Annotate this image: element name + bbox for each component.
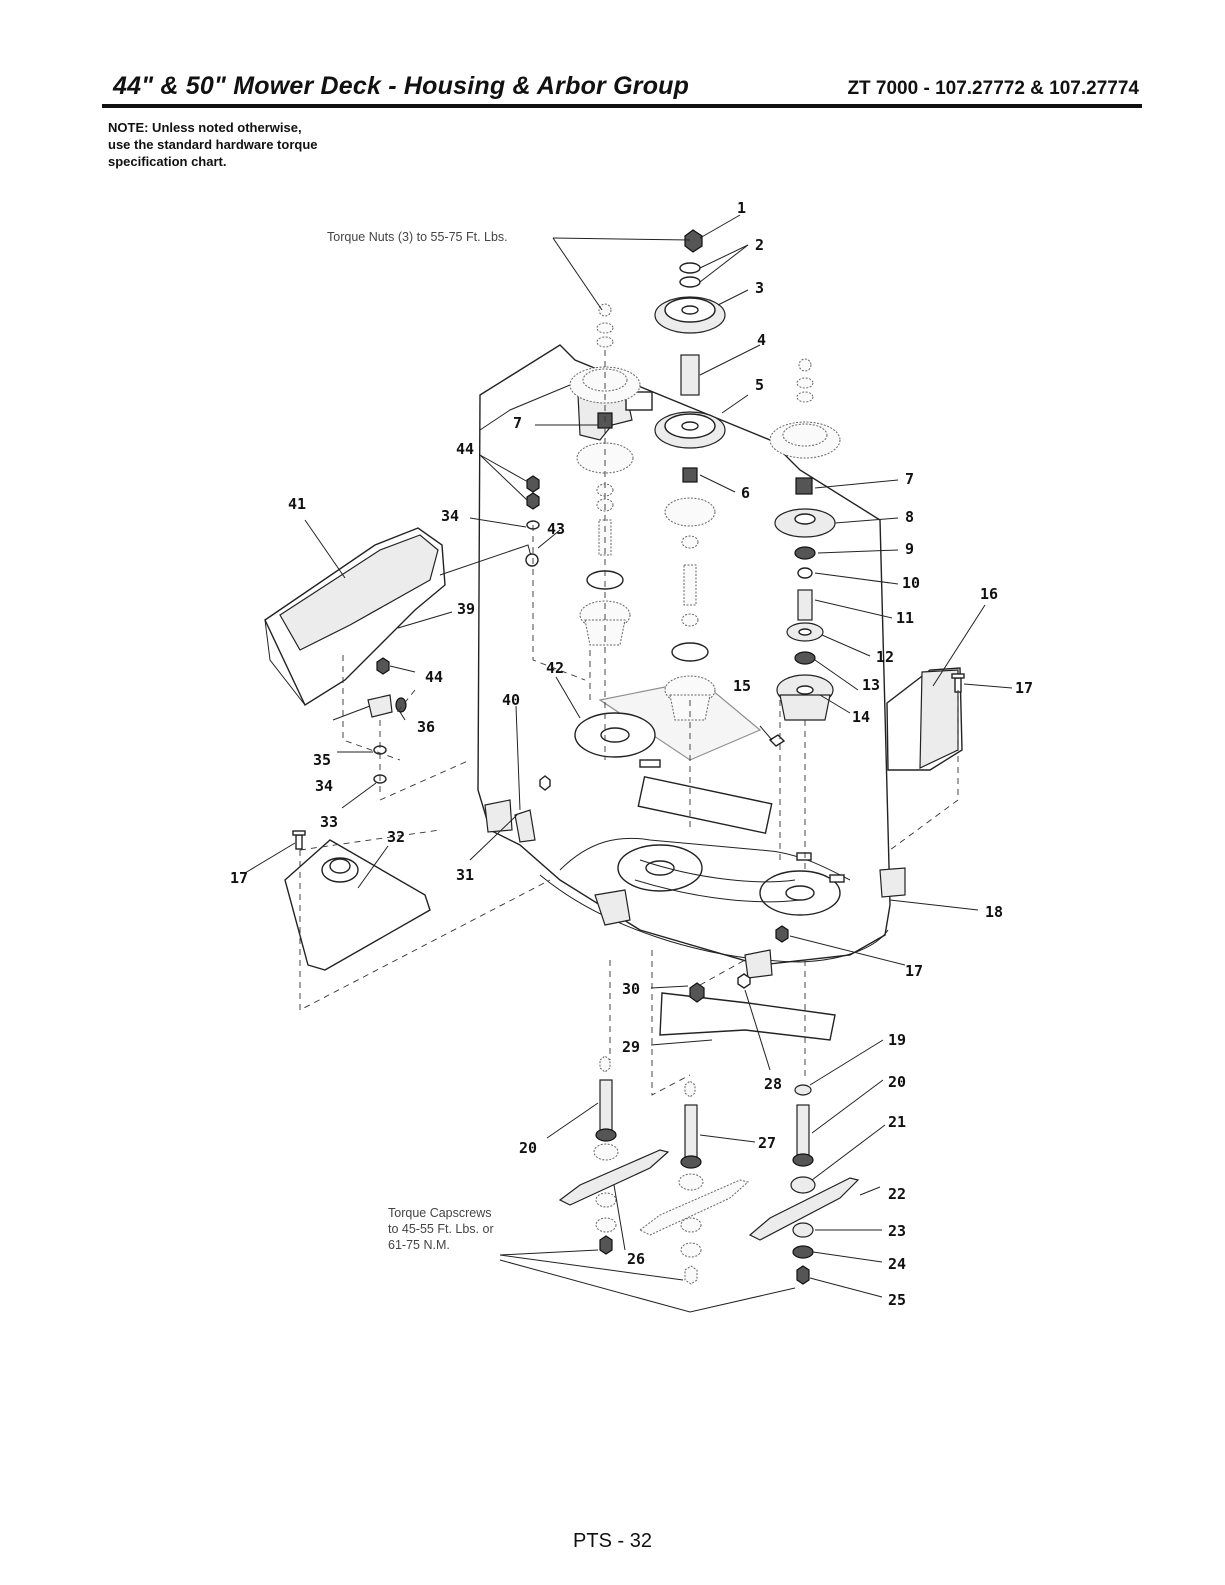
callout: 43 [547, 520, 565, 538]
callout: 33 [320, 813, 338, 831]
callout: 22 [888, 1185, 906, 1203]
callout: 17 [1015, 679, 1033, 697]
callout: 9 [905, 540, 914, 558]
callout: 42 [546, 659, 564, 677]
callout: 17 [230, 869, 248, 887]
callout: 17 [905, 962, 923, 980]
note-line: specification chart. [108, 154, 227, 169]
callout: 12 [876, 648, 894, 666]
discharge-deflector [264, 527, 446, 707]
misc-hardware [292, 673, 965, 1003]
torque-capscrews-note: 61-75 N.M. [388, 1238, 450, 1252]
callout: 27 [758, 1134, 776, 1152]
belt-shield-left [284, 839, 431, 971]
callout: 32 [387, 828, 405, 846]
callout: 20 [519, 1139, 537, 1157]
rod-end [525, 553, 539, 567]
torque-nuts-note: Torque Nuts (3) to 55-75 Ft. Lbs. [327, 230, 508, 244]
baffle [659, 992, 836, 1041]
callout: 8 [905, 508, 914, 526]
callout: 44 [425, 668, 443, 686]
deflector-hardware [367, 475, 551, 843]
callout: 30 [622, 980, 640, 998]
callout: 19 [888, 1031, 906, 1049]
callout: 36 [417, 718, 435, 736]
callouts: 1 2 3 4 5 6 7 7 8 9 10 11 12 13 14 15 16… [230, 199, 1033, 1309]
left-spindle-stack [569, 303, 641, 646]
callout: 24 [888, 1255, 906, 1273]
callout: 3 [755, 279, 764, 297]
callout: 2 [755, 236, 764, 254]
callout: 34 [441, 507, 459, 525]
callout: 11 [896, 609, 914, 627]
page-number: PTS - 32 [573, 1530, 652, 1552]
callout: 15 [733, 677, 751, 695]
torque-capscrews-note: to 45-55 Ft. Lbs. or [388, 1222, 494, 1236]
note-line: use the standard hardware torque [108, 137, 318, 152]
callout: 28 [764, 1075, 782, 1093]
callout: 14 [852, 708, 870, 726]
callout: 16 [980, 585, 998, 603]
callout: 10 [902, 574, 920, 592]
blade-assemblies [558, 1055, 860, 1285]
torque-note: NOTE: Unless noted otherwise, use the st… [108, 119, 318, 170]
callout: 26 [627, 1250, 645, 1268]
header-rule [102, 104, 1142, 108]
note-line: NOTE: Unless noted otherwise, [108, 120, 302, 135]
right-spindle-stack [768, 358, 841, 747]
belt-shield-right [886, 667, 963, 771]
callout: 21 [888, 1113, 906, 1131]
callout: 34 [315, 777, 333, 795]
callout: 18 [985, 903, 1003, 921]
callout: 25 [888, 1291, 906, 1309]
assembly-lines [299, 350, 959, 1096]
page-title: 44" & 50" Mower Deck - Housing & Arbor G… [113, 72, 690, 100]
callout: 1 [737, 199, 746, 217]
callout: 23 [888, 1222, 906, 1240]
model-number: ZT 7000 - 107.27772 & 107.27774 [847, 78, 1139, 99]
callout: 39 [457, 600, 475, 618]
callout: 35 [313, 751, 331, 769]
callout: 7 [513, 414, 522, 432]
callout: 7 [905, 470, 914, 488]
callout: 13 [862, 676, 880, 694]
callout: 29 [622, 1038, 640, 1056]
callout: 6 [741, 484, 750, 502]
callout: 4 [757, 331, 766, 349]
callout: 41 [288, 495, 306, 513]
leader-lines [244, 214, 1013, 1313]
callout: 20 [888, 1073, 906, 1091]
callout: 5 [755, 376, 764, 394]
center-spindle-stack [654, 229, 726, 721]
callout: 40 [502, 691, 520, 709]
callout: 31 [456, 866, 474, 884]
callout: 44 [456, 440, 474, 458]
torque-capscrews-note: Torque Capscrews [388, 1206, 492, 1220]
